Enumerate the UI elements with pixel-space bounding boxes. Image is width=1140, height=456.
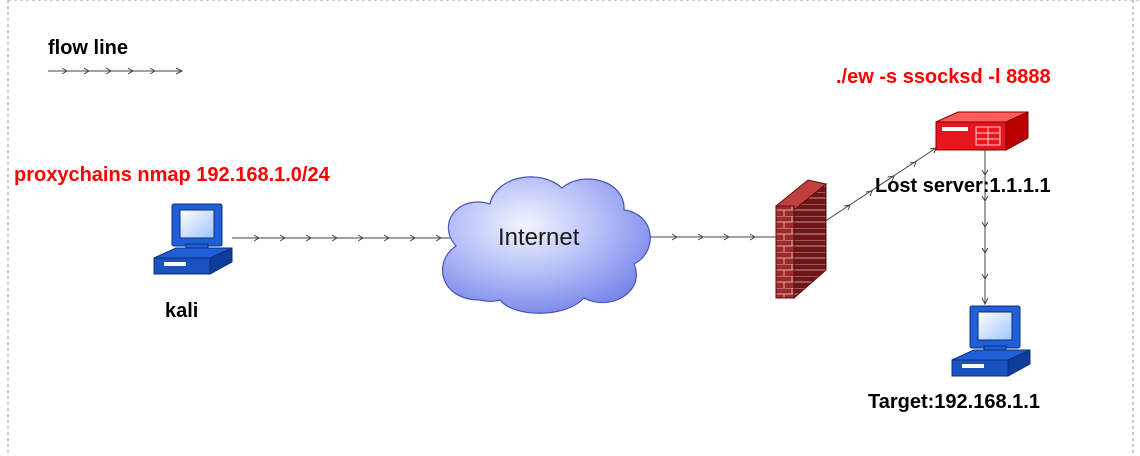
legend-label: flow line [48, 37, 128, 59]
diagram-border [7, 0, 1140, 456]
kali-computer-icon [153, 203, 233, 275]
internet-cloud-icon [441, 176, 651, 314]
flow-line-internet-firewall [650, 233, 784, 241]
flow-line-server-target [981, 150, 989, 306]
legend-flow-line [48, 67, 184, 75]
kali-command-label: proxychains nmap 192.168.1.0/24 [14, 164, 330, 186]
server-label: Lost server:1.1.1.1 [875, 175, 1051, 197]
server-command-label: ./ew -s ssocksd -l 8888 [836, 66, 1051, 88]
target-label: Target:192.168.1.1 [868, 391, 1040, 413]
flow-line-kali-internet [232, 234, 464, 242]
flow-line-firewall-server [823, 147, 937, 223]
firewall-icon [774, 179, 828, 300]
target-computer-icon [951, 305, 1031, 377]
server-icon [935, 111, 1029, 151]
kali-label: kali [165, 300, 199, 322]
internet-label: Internet [498, 224, 580, 251]
